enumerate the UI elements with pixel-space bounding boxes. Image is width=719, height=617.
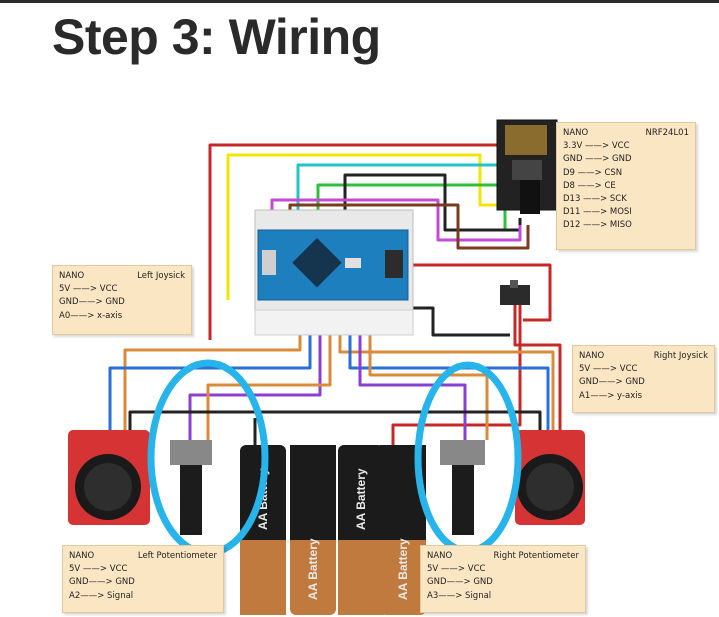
note-right-pot-header-right: Right Potentiometer [493, 551, 579, 561]
note-left-joystick-header-left: NANO [59, 271, 85, 281]
left-potentiometer [170, 440, 212, 535]
wire-orange-pot-right [368, 335, 489, 440]
battery-label-3: AA Battery [354, 468, 368, 530]
right-potentiometer [440, 440, 485, 535]
arduino-nano [257, 229, 409, 301]
note-left-joystick-row: GND——> GND [59, 297, 125, 308]
note-right-joystick-header-left: NANO [579, 351, 605, 361]
right-joystick [515, 430, 585, 525]
note-radio-header-right: NRF24L01 [645, 128, 689, 138]
note-left-pot-row: A2——> Signal [69, 590, 134, 601]
note-radio-row: D9 ——> CSN [563, 167, 623, 178]
note-radio-row: 3.3V ——> VCC [563, 141, 630, 152]
wire-black-switch [410, 306, 510, 337]
wire-orange-left [123, 335, 302, 430]
note-left-potentiometer: NANO Left Potentiometer 5V ——> VCC GND——>… [62, 545, 224, 613]
battery-1 [240, 445, 286, 615]
wires [108, 143, 562, 445]
wire-red-right [410, 263, 552, 322]
note-right-potentiometer: NANO Right Potentiometer 5V ——> VCC GND——… [420, 545, 586, 613]
note-radio-header-left: NANO [563, 128, 589, 138]
note-left-joystick-row: A0——> x-axis [59, 310, 123, 321]
note-left-pot-header-right: Left Potentiometer [137, 551, 217, 561]
battery-label-4: AA Battery [396, 538, 410, 600]
note-left-joystick-row: 5V ——> VCC [59, 284, 118, 295]
note-radio-row: D13 ——> SCK [563, 194, 627, 205]
note-right-pot-header-left: NANO [427, 551, 453, 561]
wire-red-switch [513, 305, 562, 430]
wire-purple-left [188, 335, 322, 440]
top-border [0, 0, 719, 3]
note-left-pot-row: 5V ——> VCC [69, 564, 128, 575]
note-radio-row: D11 ——> MOSI [563, 207, 632, 218]
note-right-pot-row: A3——> Signal [427, 590, 492, 601]
note-left-joystick: NANO Left Joysick 5V ——> VCC GND——> GND A… [52, 265, 192, 335]
note-right-joystick-row: A1——> y-axis [579, 390, 643, 401]
note-radio-row: GND ——> GND [563, 154, 632, 165]
note-right-joystick-header-right: Right Joysick [653, 351, 708, 361]
note-left-pot-row: GND——> GND [69, 577, 135, 588]
wire-red-battery [391, 305, 522, 445]
wire-brown [288, 203, 530, 250]
wire-blue-right [348, 335, 550, 430]
note-radio-row: D12 ——> MISO [563, 220, 632, 231]
note-radio: NANO NRF24L01 3.3V ——> VCC GND ——> GND D9… [556, 122, 696, 250]
wire-orange-right [338, 335, 555, 430]
batteries: AA Battery AA Battery AA Battery AA Batt… [240, 445, 426, 615]
wire-yellow [226, 153, 500, 300]
note-right-pot-row: GND——> GND [427, 577, 493, 588]
power-switch [500, 280, 530, 305]
left-joystick [68, 430, 150, 525]
note-right-joystick-row: GND——> GND [579, 377, 645, 388]
wire-blue-left [108, 335, 312, 430]
note-right-joystick-row: 5V ——> VCC [579, 364, 638, 375]
note-radio-row: D8 ——> CE [563, 180, 616, 191]
wire-magenta [270, 198, 522, 242]
note-left-joystick-header-right: Left Joysick [137, 271, 185, 281]
wire-cyan [296, 163, 527, 215]
battery-label-2: AA Battery [306, 538, 320, 600]
nrf24l01-module [496, 119, 558, 214]
page-title: Step 3: Wiring [52, 9, 381, 65]
note-left-pot-header-left: NANO [69, 551, 95, 561]
battery-3 [338, 445, 384, 615]
battery-2 [290, 445, 336, 615]
wire-black-gnd [128, 410, 542, 430]
note-right-pot-row: 5V ——> VCC [427, 564, 486, 575]
